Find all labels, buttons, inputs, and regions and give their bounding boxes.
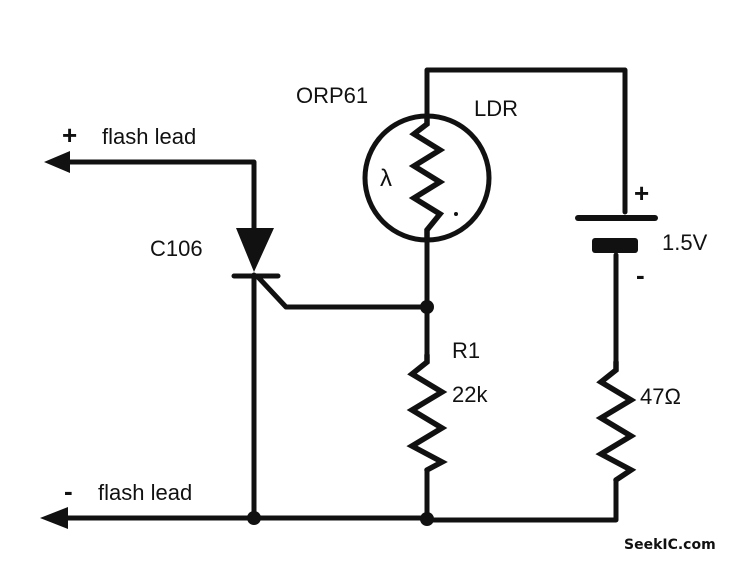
r1-value-label: 22k [452,382,488,407]
battery-value-label: 1.5V [662,230,708,255]
ground-junction-right [420,512,434,526]
battery-positive-sign: + [634,178,649,208]
battery-negative-sign: - [636,260,645,290]
scr-gate-wire [255,274,430,310]
r2-zigzag [595,359,637,483]
battery-short-plate [592,238,638,253]
ldr-dot [454,212,458,216]
ldr-label: LDR [474,96,518,121]
ldr-part-label: ORP61 [296,83,368,108]
top-wire [424,67,628,215]
positive-flash-lead-wire [59,159,257,231]
r2-lower-wire [424,477,619,523]
flash-positive-label: flash lead [102,124,196,149]
scr-triangle [236,228,274,272]
positive-flash-lead-arrow [44,151,70,173]
r1-name-label: R1 [452,338,480,363]
flash-negative-label: flash lead [98,480,192,505]
negative-flash-lead-arrow [40,507,68,529]
flash-positive-sign: + [62,120,77,150]
ldr-lambda-symbol: λ [380,165,392,192]
r2-value-label: 47Ω [640,384,681,409]
scr-label: C106 [150,236,203,261]
r1-zigzag [406,352,448,473]
flash-negative-sign: - [64,476,73,506]
watermark: SeekIC.com [624,537,716,553]
ground-junction-left [247,511,261,525]
ldr-resistor-zigzag [408,115,446,243]
